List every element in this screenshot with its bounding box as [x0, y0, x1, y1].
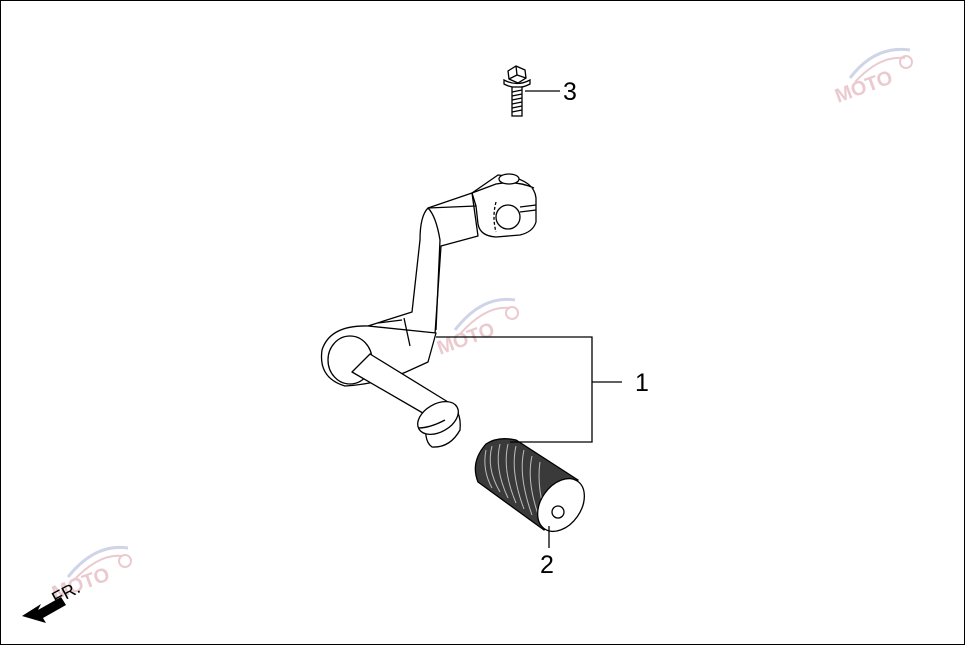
callout-part-1: 1 [635, 369, 649, 397]
rubber-peg-cover-part [474, 438, 585, 533]
leader-lines [436, 90, 622, 548]
arrow-icon [22, 597, 66, 623]
leader-part1-bottom [510, 382, 593, 443]
svg-text:MOTO: MOTO [434, 319, 498, 360]
watermark-logo-center: MOTO [434, 297, 519, 360]
watermark-logo-top-right: MOTO [832, 47, 913, 108]
leader-part1-top [436, 336, 593, 382]
gear-shift-lever-part [320, 173, 537, 448]
callout-part-3: 3 [563, 78, 577, 106]
callout-part-2: 2 [540, 551, 554, 579]
flange-bolt-part [503, 65, 531, 117]
